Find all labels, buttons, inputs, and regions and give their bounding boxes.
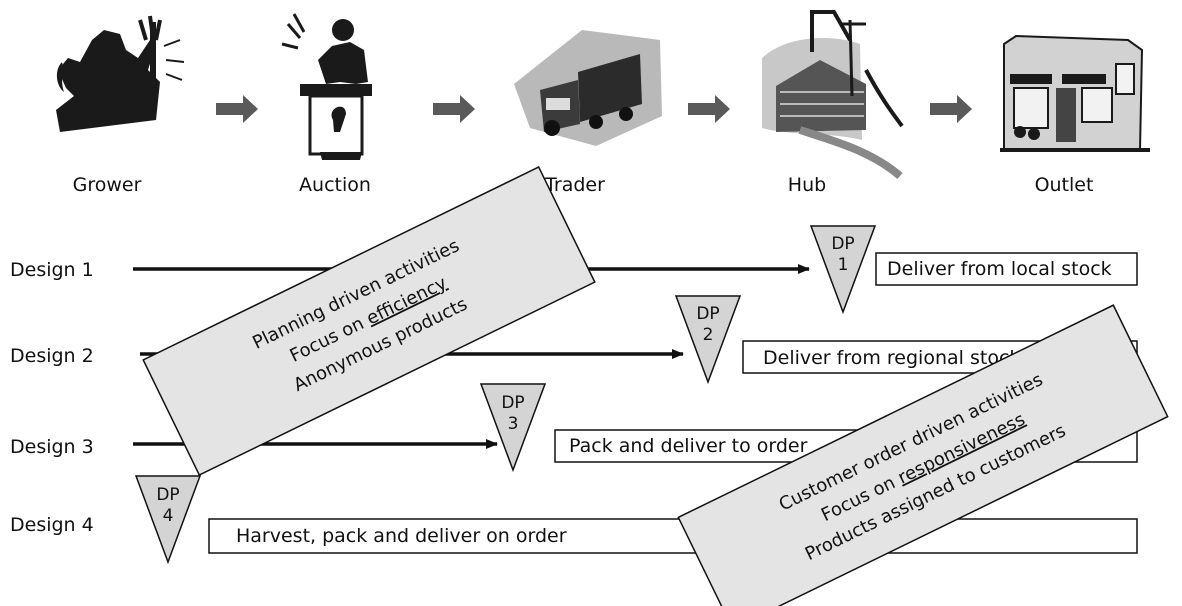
svg-text:2: 2 — [703, 325, 714, 345]
decoupling-point-2: DP 2 — [674, 295, 742, 385]
stage-label-hub: Hub — [788, 174, 826, 196]
design-label-3: Design 3 — [10, 436, 94, 458]
warehouse-icon — [762, 10, 904, 180]
stage-flow-arrows — [216, 95, 972, 123]
shop-icon — [1000, 34, 1150, 152]
action-label-design-2: Deliver from regional stock — [763, 347, 1020, 369]
design-label-2: Design 2 — [10, 345, 94, 367]
decoupling-point-3: DP 3 — [479, 383, 547, 473]
design-label-4: Design 4 — [10, 514, 94, 536]
action-box-design-4: Harvest, pack and deliver on order — [208, 518, 1138, 554]
flow-arrow — [216, 95, 258, 123]
stage-label-grower: Grower — [73, 174, 142, 196]
flow-arrow — [930, 95, 972, 123]
svg-text:3: 3 — [508, 414, 519, 434]
svg-text:4: 4 — [163, 506, 174, 526]
action-label-design-4: Harvest, pack and deliver on order — [236, 525, 567, 547]
svg-text:DP: DP — [696, 304, 719, 324]
truck-icon — [514, 30, 662, 146]
svg-text:1: 1 — [838, 255, 849, 275]
svg-text:DP: DP — [156, 485, 179, 505]
auctioneer-icon — [281, 13, 372, 160]
action-label-design-3: Pack and deliver to order — [569, 435, 808, 457]
farmer-icon — [56, 15, 185, 132]
flow-arrow — [688, 95, 730, 123]
stage-label-outlet: Outlet — [1035, 174, 1094, 196]
decoupling-point-1: DP 1 — [809, 225, 877, 315]
action-box-design-1: Deliver from local stock — [875, 252, 1138, 286]
flow-arrow — [433, 95, 475, 123]
action-label-design-1: Deliver from local stock — [887, 258, 1112, 280]
stage-label-auction: Auction — [299, 174, 371, 196]
svg-text:DP: DP — [501, 393, 524, 413]
svg-text:DP: DP — [831, 234, 854, 254]
stage-label-trader: Trader — [544, 174, 605, 196]
design-label-1: Design 1 — [10, 259, 94, 281]
decoupling-point-4: DP 4 — [134, 475, 202, 565]
